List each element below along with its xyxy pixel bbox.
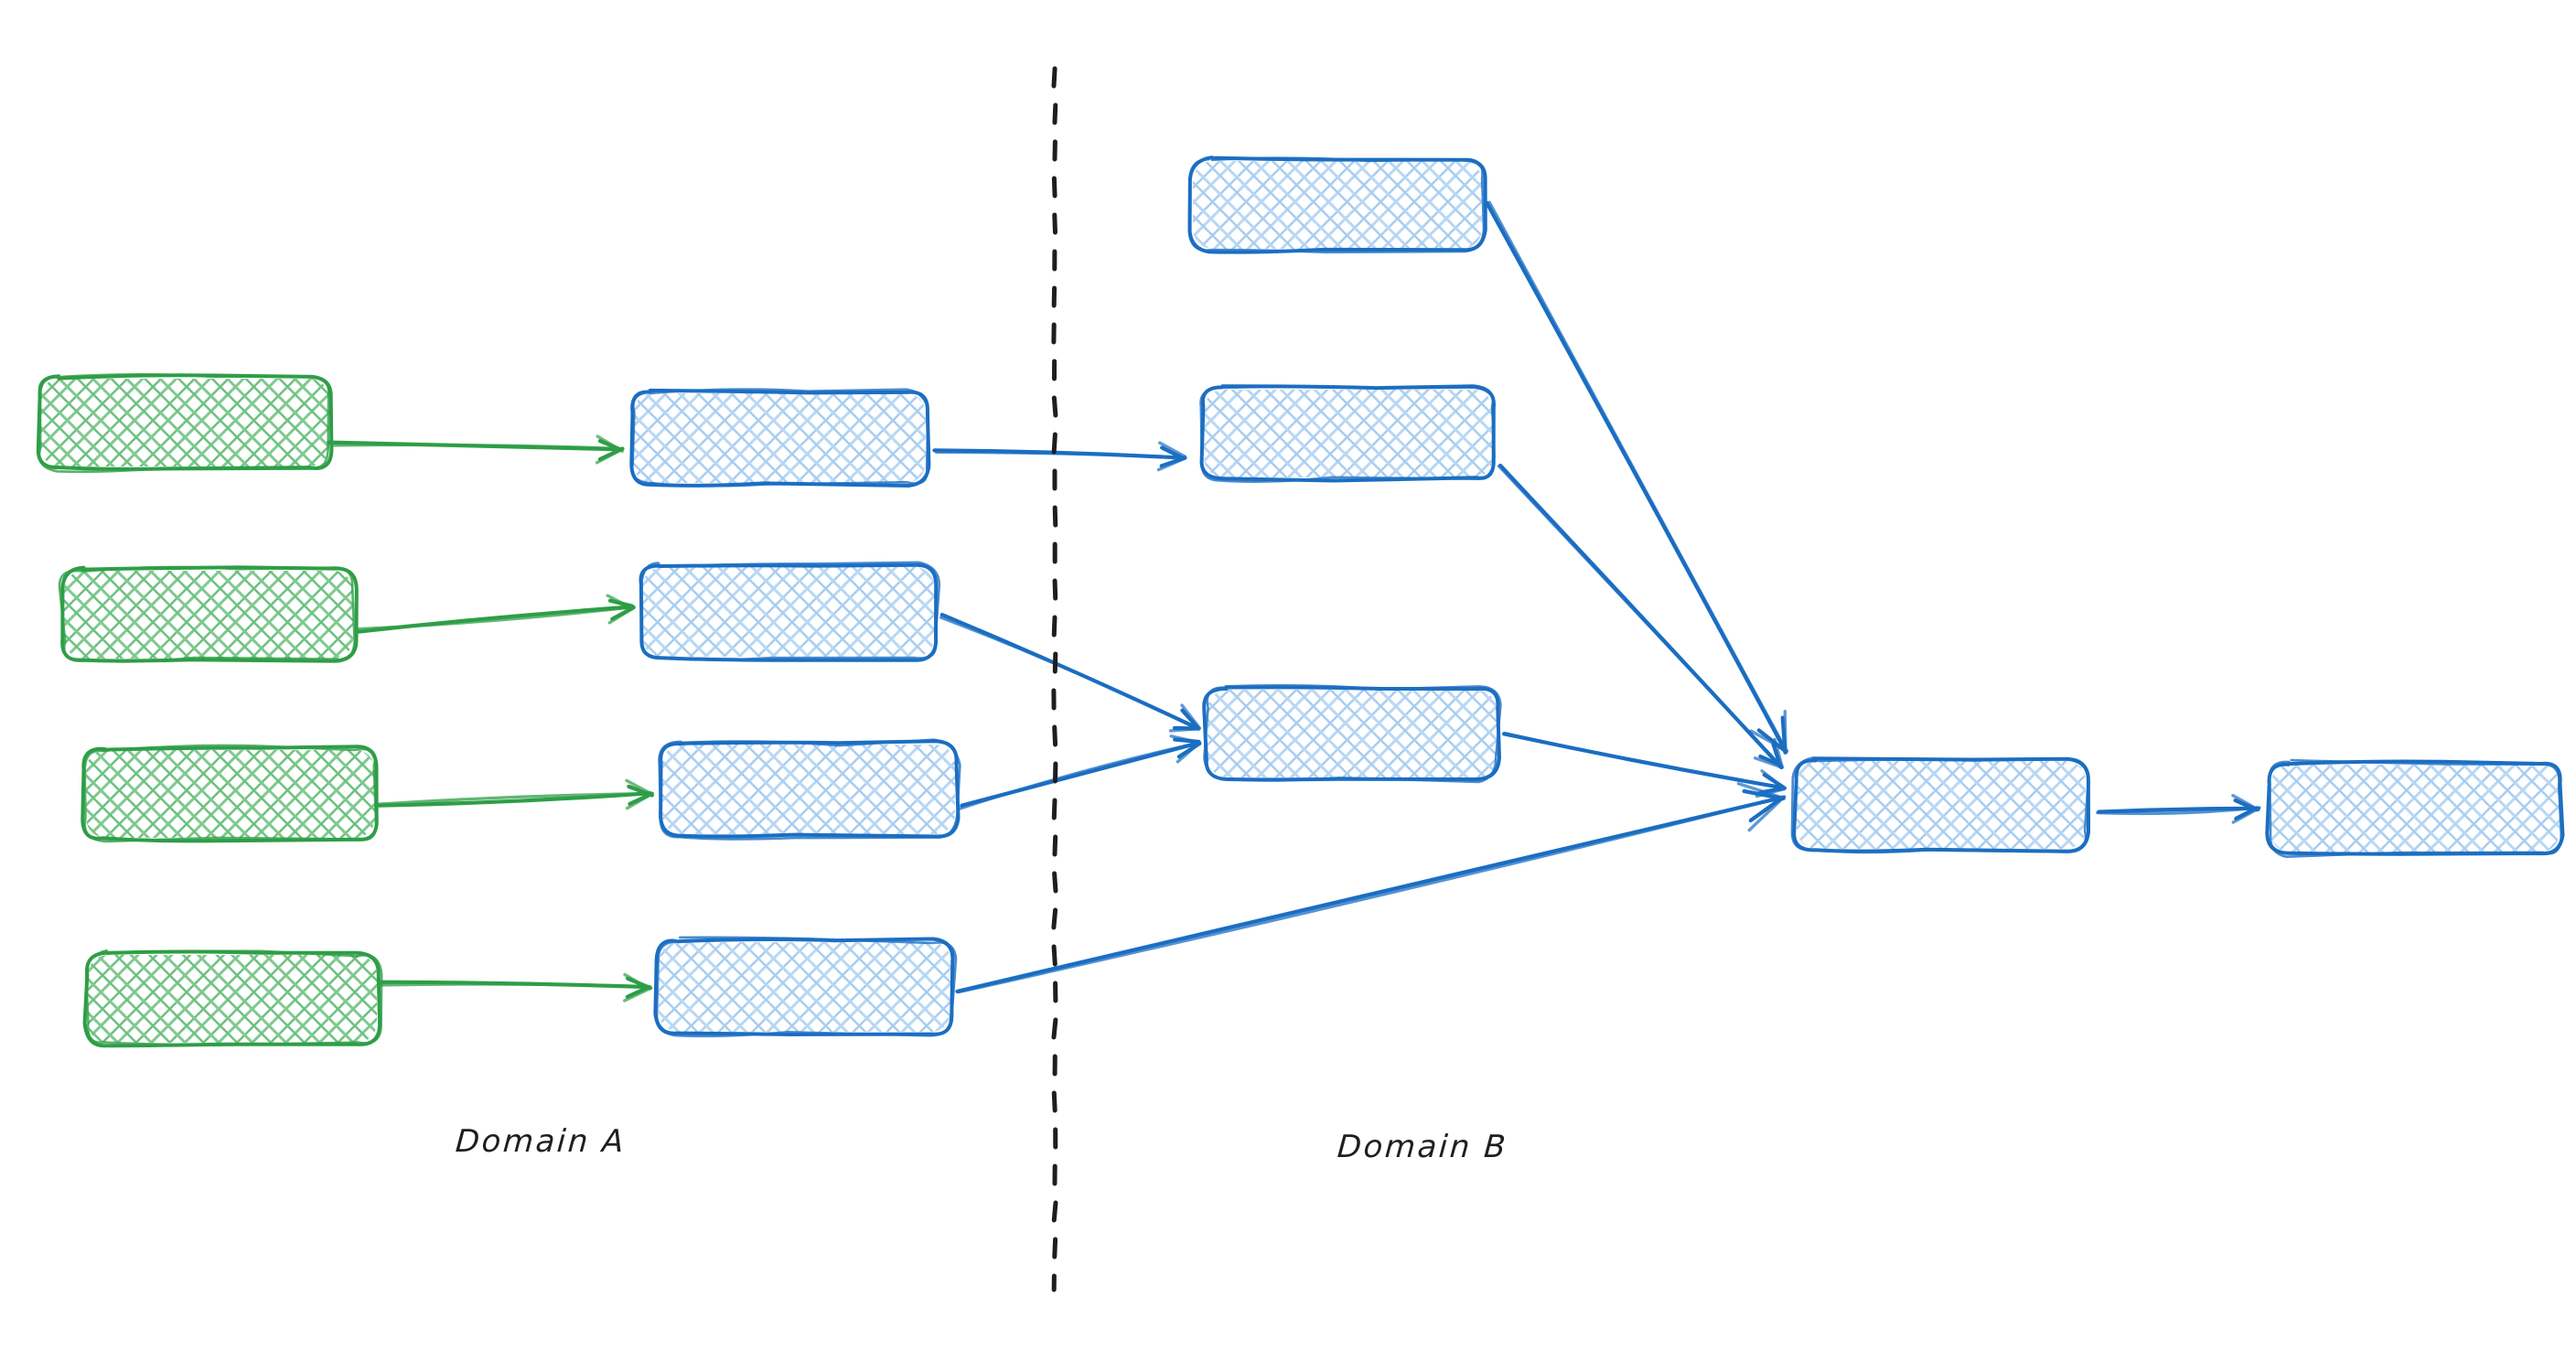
node-outline [82,949,382,1048]
edge-layer [327,200,2261,1002]
edge-a-src-4-to-a-tgt-4 [377,972,653,1002]
edge-a-tgt-1-to-b-node-2 [932,441,1187,472]
divider-layer [1051,66,1058,1292]
node-fill [1797,761,2086,849]
edge-b-node-2-to-b-hub [1497,463,1784,769]
node-a-src-2[interactable] [58,565,359,663]
node-outline [38,372,330,474]
node-outline [630,388,929,488]
node-b-node-2[interactable] [1199,384,1496,483]
domain-divider [1051,66,1058,1292]
node-fill [40,379,329,466]
edge-b-node-3-to-b-hub [1502,731,1787,799]
node-outline [1187,156,1486,254]
node-fill [633,393,926,483]
node-fill [659,942,951,1032]
node-a-src-3[interactable] [80,744,379,843]
node-fill [88,955,377,1043]
node-b-node-3[interactable] [1202,683,1502,784]
edge-a-tgt-2-to-b-node-3 [939,613,1202,733]
node-a-tgt-3[interactable] [658,738,961,841]
node-fill [64,571,353,659]
domain-b-label: Domain B [1336,1129,1509,1165]
node-a-src-1[interactable] [36,372,334,474]
node-a-tgt-2[interactable] [639,561,940,662]
edge-a-src-3-to-a-tgt-3 [375,778,655,810]
node-a-src-4[interactable] [82,949,383,1048]
node-outline [84,949,383,1047]
edge-a-tgt-4-to-b-hub [955,782,1787,994]
edge-a-tgt-3-to-b-node-3 [956,734,1202,811]
node-fill [642,567,935,657]
node-outline [1203,683,1502,784]
node-outline [655,936,958,1038]
node-a-tgt-1[interactable] [629,388,931,488]
node-b-node-1[interactable] [1187,155,1487,254]
node-layer [36,155,2565,1048]
node-fill [1208,690,1497,777]
node-fill [1204,390,1493,477]
node-outline [1199,385,1496,483]
node-outline [58,565,356,663]
node-b-hub[interactable] [1790,756,2090,854]
node-fill [662,745,955,834]
edge-b-node-1-to-b-hub [1485,200,1789,755]
edge-a-src-1-to-a-tgt-1 [327,434,625,465]
node-a-tgt-4[interactable] [653,936,958,1038]
node-outline [639,561,940,661]
node-fill [86,750,375,838]
domain-a-label: Domain A [454,1123,628,1160]
node-outline [2268,758,2563,858]
node-outline [83,744,378,843]
edge-a-src-2-to-a-tgt-2 [354,594,636,634]
node-fill [2270,765,2560,852]
node-outline [1790,756,2090,854]
node-outline [658,738,961,841]
node-fill [1193,161,1482,249]
edge-b-hub-to-b-out [2096,793,2261,824]
node-b-out[interactable] [2265,758,2565,858]
